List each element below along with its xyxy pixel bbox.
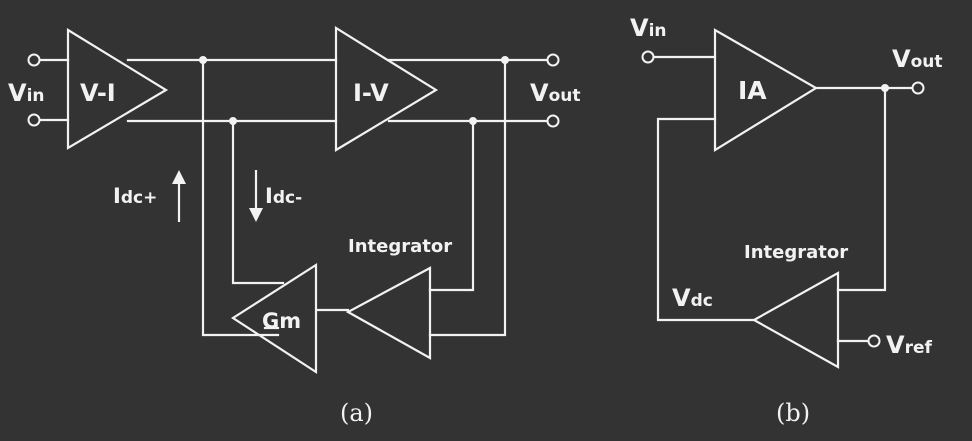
vout-label-a: Vout — [530, 79, 581, 107]
iv-amplifier — [334, 26, 439, 152]
idc-plus-loop-wire — [201, 58, 280, 337]
vin-terminal-b — [641, 50, 655, 64]
iv-amplifier-label: I-V — [353, 79, 389, 107]
vin-minus-terminal — [27, 113, 41, 127]
vi-amplifier — [66, 28, 169, 150]
vdc-label: Vdc — [672, 284, 713, 312]
vout-plus-terminal — [546, 53, 560, 67]
junction-dot — [199, 56, 207, 64]
caption-b: (b) — [776, 399, 810, 427]
caption-a: (a) — [340, 399, 373, 427]
integrator-input-wire — [428, 58, 507, 337]
vin-label-b: Vin — [630, 14, 667, 42]
idc-minus-loop-wire — [231, 119, 285, 285]
junction-dot — [501, 56, 509, 64]
idc-plus-label: Idc+ — [113, 184, 157, 208]
idc-minus-label: Idc- — [265, 184, 302, 208]
diagram-b: Vin IA Vout Integrator Vdc Vref (b) — [630, 14, 943, 427]
vin-plus-terminal — [27, 53, 41, 67]
vout-label-b: Vout — [892, 45, 943, 73]
vout-terminal-b — [911, 81, 925, 95]
junction-dot — [469, 117, 477, 125]
idc-plus-arrowhead — [172, 170, 186, 184]
ia-amplifier — [713, 28, 819, 152]
junction-dot — [881, 84, 889, 92]
integrator-amplifier-a — [345, 266, 432, 360]
gm-amplifier — [230, 262, 318, 375]
vin-label-a: Vin — [8, 79, 45, 107]
ia-amplifier-label: IA — [738, 76, 767, 105]
diagram-a: Vin V-I I-V Vout Idc+ Idc- Integrator Gm… — [8, 26, 581, 427]
idc-minus-arrowhead — [249, 208, 263, 222]
vdc-feedback-wire — [656, 117, 756, 322]
vi-amplifier-label: V-I — [80, 79, 116, 107]
integrator-amplifier-b — [751, 271, 840, 369]
vref-label: Vref — [886, 331, 932, 359]
integrator-label-a: Integrator — [348, 236, 452, 257]
integrator-label-b: Integrator — [744, 242, 848, 263]
output-to-integrator-wire — [836, 86, 887, 292]
vout-minus-terminal — [546, 114, 560, 128]
integrator-ref-wire — [428, 119, 475, 292]
junction-dot — [229, 117, 237, 125]
vref-terminal — [867, 334, 881, 348]
gm-amplifier-label: Gm — [262, 309, 301, 333]
